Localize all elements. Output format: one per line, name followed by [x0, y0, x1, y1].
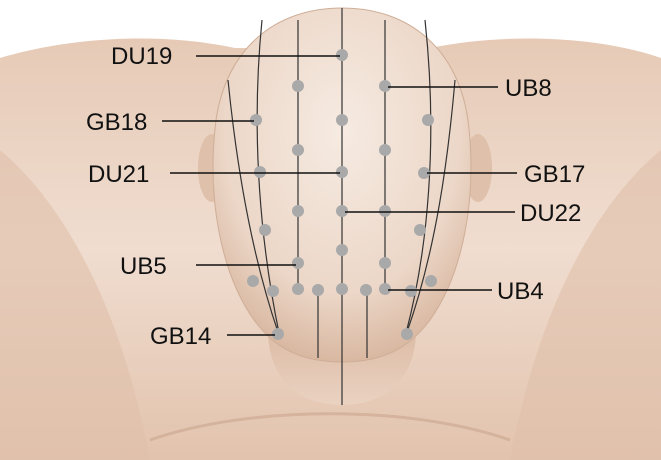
- acupoint-gb-right-1: [422, 114, 434, 126]
- label-du22: DU22: [520, 200, 581, 227]
- acupoint-neck-left: [312, 284, 324, 296]
- acupoint-neck-right: [360, 284, 372, 296]
- acupoint-du-6: [336, 283, 348, 295]
- acupoint-du-2: [336, 114, 348, 126]
- label-gb17: GB17: [524, 161, 585, 188]
- label-ub4: UB4: [497, 278, 544, 305]
- label-du19: DU19: [111, 43, 172, 70]
- acupoint-ub8: [379, 80, 391, 92]
- acupoint-ub-right-4: [379, 257, 391, 269]
- acupoint-gb-right-4: [425, 275, 437, 287]
- acupoint-gb-right-6: [401, 328, 413, 340]
- acupoint-du-5: [336, 244, 348, 256]
- acupoint-ub-right-3: [379, 205, 391, 217]
- acupoint-ub5: [292, 257, 304, 269]
- acupoint-du19: [336, 49, 348, 61]
- acupoint-ub-left-1: [292, 80, 304, 92]
- acupoint-gb-left-3: [259, 224, 271, 236]
- acupoint-gb-left-4: [247, 275, 259, 287]
- acupoint-gb14: [272, 328, 284, 340]
- acupoint-du21: [336, 166, 348, 178]
- acupoint-ub-left-2: [292, 144, 304, 156]
- acupoint-gb-left-5: [267, 285, 279, 297]
- acupoint-gb-right-3: [414, 224, 426, 236]
- acupoint-du22: [336, 205, 348, 217]
- label-gb14: GB14: [150, 323, 211, 350]
- acupoint-gb-right-5: [405, 285, 417, 297]
- acupoint-ub-left-5: [292, 283, 304, 295]
- acupoint-ub4: [379, 283, 391, 295]
- label-gb18: GB18: [86, 109, 147, 136]
- acupoint-gb-left-2: [254, 166, 266, 178]
- label-ub8: UB8: [505, 75, 552, 102]
- label-du21: DU21: [88, 161, 149, 188]
- label-ub5: UB5: [120, 253, 167, 280]
- acupoint-ub-left-3: [292, 205, 304, 217]
- acupoint-gb18: [250, 114, 262, 126]
- acupoint-ub-right-2: [379, 144, 391, 156]
